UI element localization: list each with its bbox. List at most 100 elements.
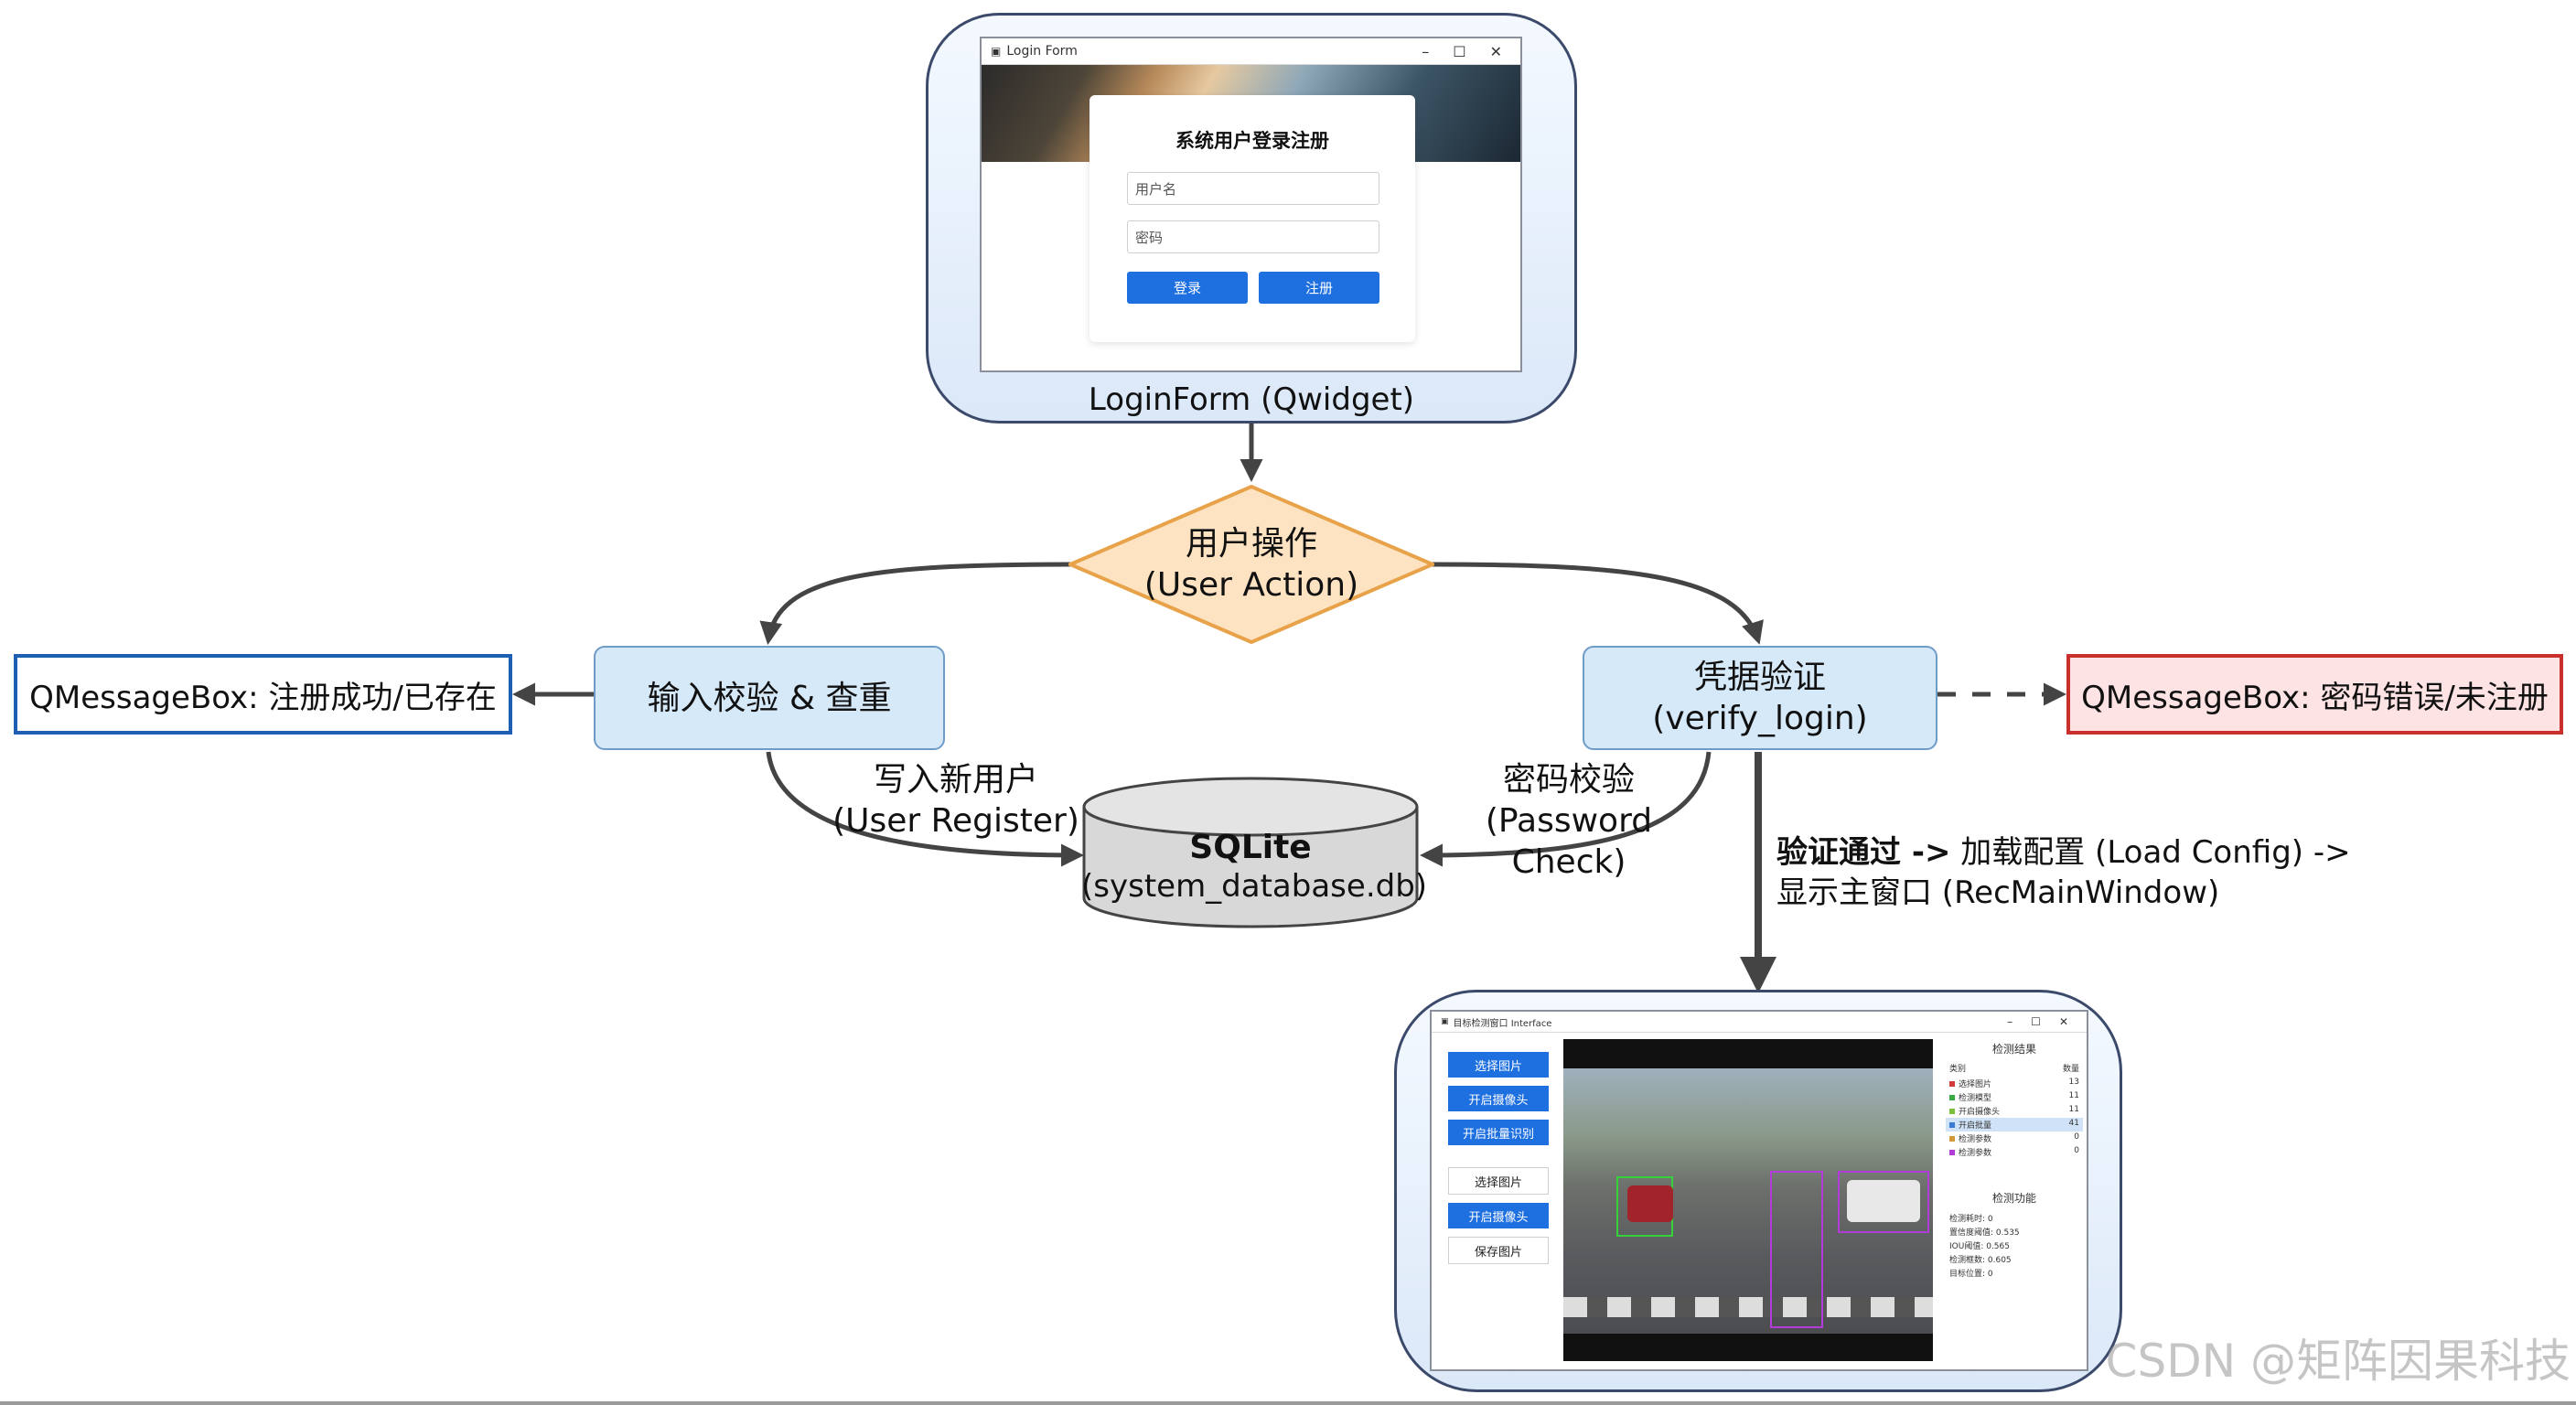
- select-image-button[interactable]: 选择图片: [1448, 1052, 1549, 1078]
- write-user-line2: (User Register): [832, 802, 1079, 840]
- results-row-name: 开启摄像头: [1959, 1108, 2001, 1117]
- class-color-icon: [1949, 1150, 1955, 1155]
- stats-row: 检测耗时: 0: [1949, 1215, 1993, 1224]
- class-color-icon: [1949, 1109, 1955, 1114]
- button-group-top: 选择图片 开启摄像头 开启批量识别: [1448, 1052, 1549, 1145]
- database-file: (system_database.db): [1081, 867, 1428, 905]
- success-label-rest: 加载配置 (Load Config) ->: [1950, 834, 2351, 871]
- main-close-icon[interactable]: ✕: [2058, 1015, 2068, 1028]
- login-form-caption: LoginForm (Qwidget): [1088, 381, 1415, 418]
- arrow-decision-to-right: [1432, 562, 1764, 645]
- password-check-line2: (Password Check): [1485, 802, 1653, 881]
- street-photo: [1563, 1068, 1933, 1334]
- password-check-label: 密码校验 (Password Check): [1427, 759, 1711, 883]
- register-message-box: QMessageBox: 注册成功/已存在: [14, 654, 512, 735]
- stats-row: 置信度阈值: 0.535: [1949, 1228, 2020, 1238]
- crosswalk-stripes: [1563, 1297, 1933, 1317]
- results-row-name-group: 开启摄像头: [1949, 1105, 2000, 1117]
- results-row-value: 41: [2068, 1119, 2079, 1128]
- results-row-name-group: 选择图片: [1949, 1078, 1991, 1089]
- save-image-button[interactable]: 保存图片: [1448, 1237, 1549, 1264]
- login-card: 系统用户登录注册 用户名 密码 登录 注册: [1089, 95, 1415, 342]
- verify-login-line1: 凭据验证: [1693, 659, 1826, 696]
- results-row-value: 0: [2074, 1132, 2079, 1142]
- results-row-name-group: 检测模型: [1949, 1091, 1991, 1103]
- main-app-icon: ▣: [1441, 1017, 1449, 1026]
- class-color-icon: [1949, 1081, 1955, 1087]
- input-validation-box: 输入校验 & 查重: [594, 646, 945, 750]
- detection-box-car-2: [1838, 1171, 1929, 1233]
- arrow-left-to-db: [766, 751, 1084, 867]
- results-row-value: 11: [2068, 1105, 2079, 1114]
- decision-label: 用户操作 (User Action): [1068, 523, 1434, 606]
- results-title: 检测结果: [1991, 1043, 2036, 1056]
- register-button[interactable]: 注册: [1259, 272, 1379, 304]
- main-titlebar: ▣ 目标检测窗口 Interface – ☐ ✕: [1432, 1012, 2087, 1033]
- results-row-value: 11: [2068, 1091, 2079, 1100]
- username-field[interactable]: 用户名: [1127, 172, 1379, 205]
- results-header-count: 数量: [2062, 1065, 2079, 1074]
- verify-login-box: 凭据验证 (verify_login): [1583, 646, 1937, 750]
- results-row-name: 选择图片: [1959, 1080, 1992, 1089]
- class-color-icon: [1949, 1095, 1955, 1100]
- detection-box-pedestrian: [1770, 1171, 1823, 1328]
- open-camera-button[interactable]: 开启摄像头: [1448, 1086, 1549, 1111]
- password-check-line1: 密码校验: [1502, 761, 1635, 799]
- arrow-right-to-db: [1420, 751, 1712, 867]
- results-row-name-group: 检测参数: [1949, 1146, 1991, 1158]
- verify-login-line2: (verify_login): [1652, 700, 1868, 737]
- results-header-class: 类别: [1949, 1065, 1967, 1074]
- class-color-icon: [1949, 1136, 1955, 1142]
- results-header: 类别 数量: [1946, 1062, 2083, 1074]
- close-icon[interactable]: ✕: [1489, 42, 1502, 60]
- decision-diamond: [1068, 485, 1434, 644]
- login-button[interactable]: 登录: [1127, 272, 1248, 304]
- maximize-icon[interactable]: ☐: [1453, 42, 1466, 60]
- results-row-name: 开启批量: [1959, 1121, 1992, 1131]
- results-row-name-group: 开启批量: [1949, 1119, 1991, 1131]
- database-name: SQLite: [1189, 829, 1312, 866]
- results-row[interactable]: 检测模型 11: [1946, 1090, 2083, 1104]
- results-row-name-group: 检测参数: [1949, 1132, 1991, 1144]
- select-image-button-2[interactable]: 选择图片: [1448, 1167, 1549, 1195]
- results-row[interactable]: 开启摄像头 11: [1946, 1104, 2083, 1118]
- main-maximize-icon[interactable]: ☐: [2031, 1015, 2041, 1028]
- class-color-icon: [1949, 1122, 1955, 1128]
- main-minimize-icon[interactable]: –: [2007, 1015, 2013, 1028]
- login-error-message-label: QMessageBox: 密码错误/未注册: [2081, 679, 2549, 716]
- batch-button[interactable]: 开启批量识别: [1448, 1120, 1549, 1145]
- results-row[interactable]: 检测参数 0: [1946, 1145, 2083, 1159]
- minimize-icon[interactable]: –: [1422, 42, 1430, 60]
- login-window-title: Login Form: [1006, 44, 1078, 59]
- main-window-title: 目标检测窗口 Interface: [1453, 1018, 1552, 1029]
- success-label-line2: 显示主窗口 (RecMainWindow): [1776, 874, 2220, 912]
- results-row-name: 检测模型: [1959, 1094, 1992, 1103]
- arrow-decision-to-left: [759, 562, 1071, 645]
- results-row-value: 0: [2074, 1146, 2079, 1155]
- results-row[interactable]: 开启批量 41: [1946, 1118, 2083, 1132]
- csdn-watermark: CSDN @矩阵因果科技: [2105, 1335, 2571, 1388]
- database-label: SQLite (system_database.db): [1081, 828, 1428, 906]
- password-field[interactable]: 密码: [1127, 220, 1379, 253]
- stats-row: 目标位置: 0: [1949, 1270, 1993, 1279]
- open-camera-button-2[interactable]: 开启摄像头: [1448, 1203, 1549, 1228]
- stats-title: 检测功能: [1991, 1192, 2036, 1205]
- results-row-name: 检测参数: [1959, 1135, 1992, 1144]
- login-window: ▣ Login Form – ☐ ✕ 系统用户登录注册 用户名 密码 登录 注册: [980, 37, 1522, 372]
- success-label-bold: 验证通过 ->: [1776, 834, 1951, 871]
- bottom-border: [0, 1401, 2576, 1405]
- write-user-line1: 写入新用户: [873, 761, 1038, 799]
- main-window: ▣ 目标检测窗口 Interface – ☐ ✕ 选择图片 开启摄像头 开启批量…: [1430, 1010, 2088, 1371]
- input-validation-label: 输入校验 & 查重: [647, 679, 892, 717]
- red-car: [1627, 1185, 1673, 1222]
- results-row-name: 检测参数: [1959, 1149, 1992, 1158]
- button-group-bottom: 选择图片 开启摄像头 保存图片: [1448, 1167, 1549, 1264]
- results-row[interactable]: 检测参数 0: [1946, 1132, 2083, 1145]
- login-form-title: 系统用户登录注册: [1175, 130, 1329, 152]
